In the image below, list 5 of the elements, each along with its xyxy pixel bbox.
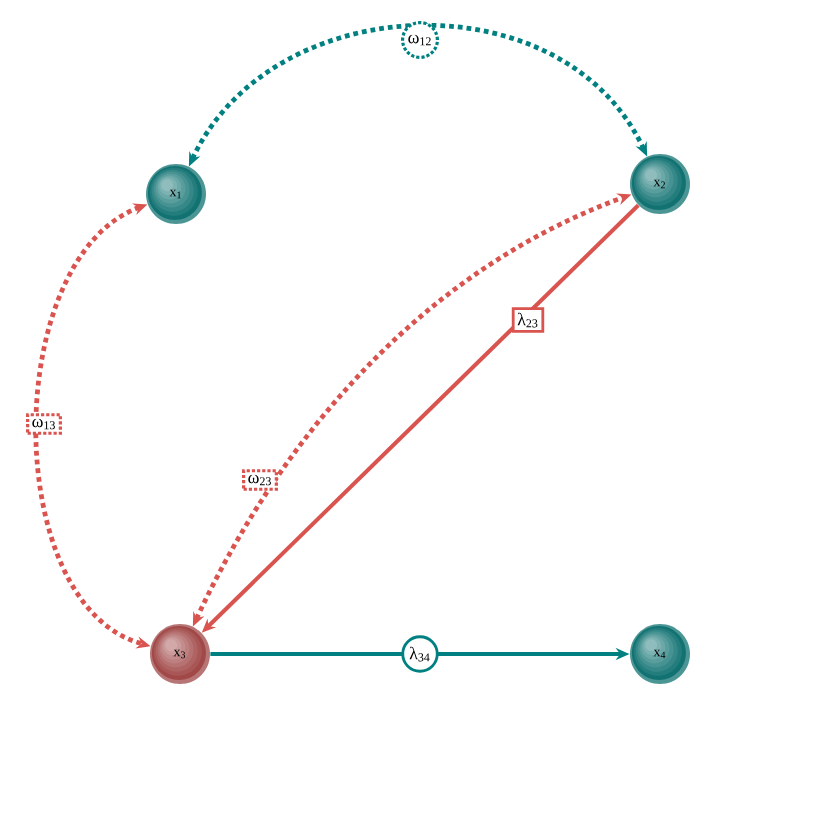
edge-label: ω$_{13}$ bbox=[26, 413, 62, 435]
edge-label: λ$_{34}$ bbox=[401, 635, 439, 673]
edge-label: λ$_{23}$ bbox=[511, 307, 545, 333]
edge-label: ω$_{12}$ bbox=[401, 21, 439, 59]
edge-label: ω$_{23}$ bbox=[242, 469, 278, 491]
